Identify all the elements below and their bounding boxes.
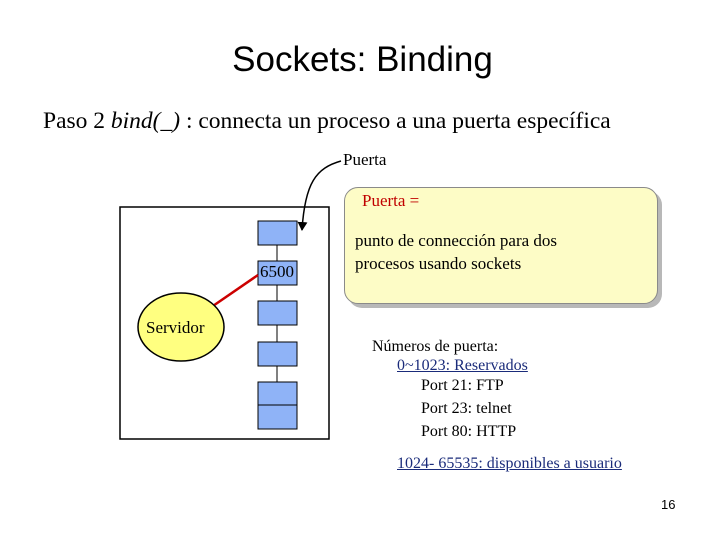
slide-subtitle: Paso 2 bind(_) : connecta un proceso a u… xyxy=(43,108,611,135)
callout-body: punto de connección para dos procesos us… xyxy=(355,229,557,275)
definition-callout xyxy=(344,187,658,304)
binding-line xyxy=(209,273,259,310)
port-box xyxy=(257,381,298,407)
callout-body-line: punto de connección para dos xyxy=(355,231,558,250)
port-label: Puerta xyxy=(343,150,387,169)
callout-title: Puerta = xyxy=(362,191,420,210)
port-telnet: Port 23: telnet xyxy=(421,400,512,417)
port-pointer-arrow xyxy=(297,160,342,231)
reserved-ports-link[interactable]: 0~1023: Reservados xyxy=(397,357,528,374)
port-box xyxy=(257,300,298,326)
subtitle-function: bind(_) xyxy=(110,108,181,134)
port-http: Port 80: HTTP xyxy=(421,423,517,440)
port-numbers-title: Números de puerta: xyxy=(372,338,499,355)
server-ellipse xyxy=(137,292,225,362)
server-label: Servidor xyxy=(146,318,205,337)
callout-body-line: procesos usando sockets xyxy=(355,254,522,273)
user-ports-link[interactable]: 1024- 65535: disponibles a usuario xyxy=(397,455,622,472)
subtitle-suffix: : connecta un proceso a una puerta espec… xyxy=(180,108,611,134)
port-box xyxy=(257,341,298,367)
port-box xyxy=(257,404,298,430)
port-number-label: 6500 xyxy=(260,262,294,281)
subtitle-prefix: Paso 2 xyxy=(43,108,111,134)
port-ftp: Port 21: FTP xyxy=(421,377,504,394)
slide-title: Sockets: Binding xyxy=(232,40,493,79)
slide-number: 16 xyxy=(661,497,676,512)
port-box xyxy=(257,220,298,246)
